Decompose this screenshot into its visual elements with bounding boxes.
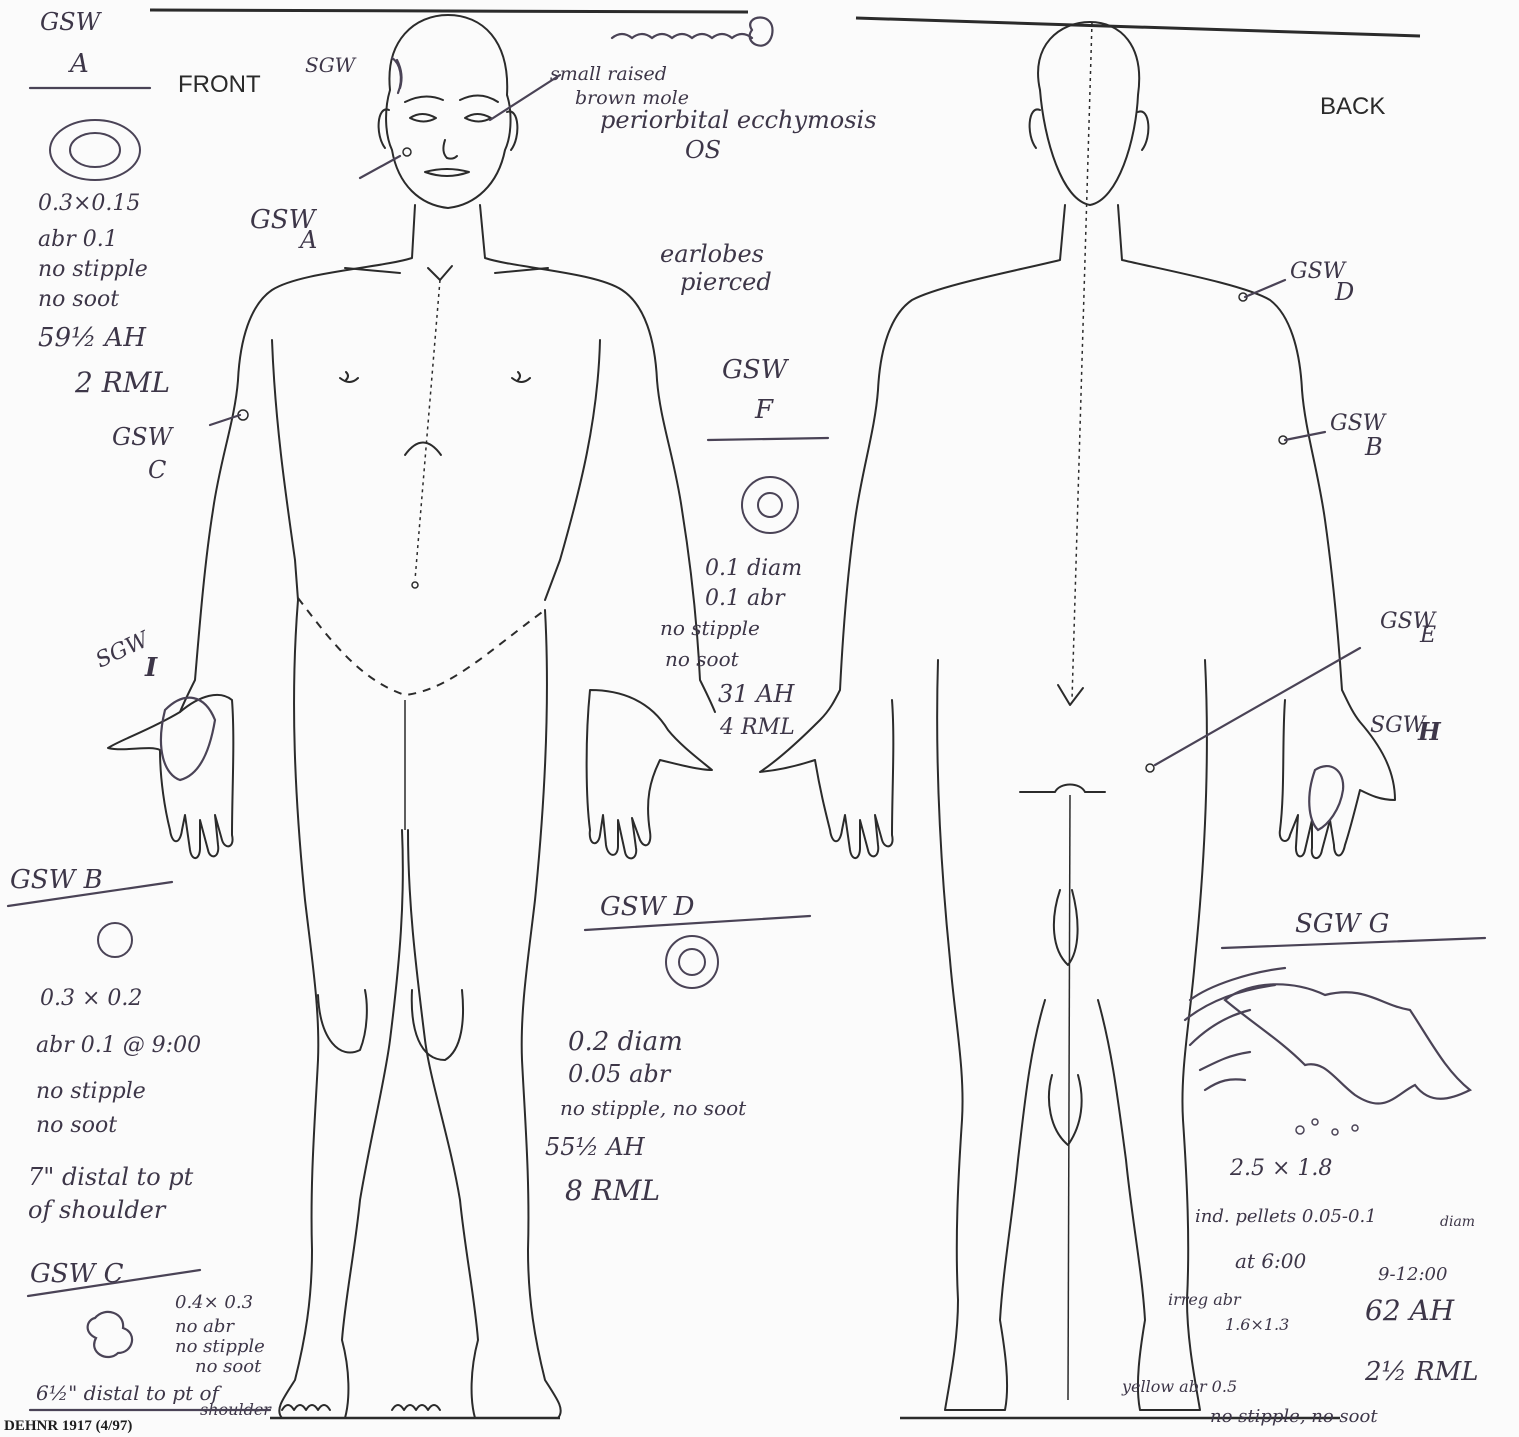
gsw-d-abr: 0.05 abr [568,1060,672,1088]
gsw-a-size: 0.3×0.15 [38,191,140,216]
gsw-b-sketch [98,923,132,957]
gsw-a-header: A [68,49,89,79]
gsw-f-stipple: no stipple [660,616,760,640]
gsw-f-ah: 31 AH [718,680,796,708]
gsw-c-arm-letter: C [148,456,166,484]
yellow-abr-note: yellow abr 0.5 [1121,1377,1237,1396]
gsw-f-letter: F [754,395,774,425]
gsw-c-distance: 6½" distal to pt of [36,1381,223,1405]
gsw-e-letter: E [1419,623,1436,648]
gsw-c-arm-label: GSW [112,423,175,451]
sgw-g-diam: diam [1440,1214,1475,1230]
sgw-g-size: 2.5 × 1.8 [1229,1156,1332,1181]
gsw-top-label: GSW [40,8,103,36]
sgw-g-irreg-size: 1.6×1.3 [1225,1315,1289,1334]
gsw-b-back-letter: B [1364,433,1383,461]
gsw-c-sketch [88,1312,132,1357]
sgw-g-rml: 2½ RML [1364,1357,1478,1387]
gsw-d-diam: 0.2 diam [568,1027,683,1057]
gsw-a-abr: abr 0.1 [38,227,118,252]
gsw-d-header: GSW D [600,892,695,922]
gsw-f-abr: 0.1 abr [705,586,786,611]
gsw-d-sketch [666,936,718,988]
gsw-b-abr: abr 0.1 @ 9:00 [36,1033,201,1058]
gsw-d-rml: 8 RML [565,1174,660,1207]
form-footer-code: DEHNR 1917 (4/97) [4,1418,132,1434]
gsw-d-back-letter: D [1334,278,1354,306]
gsw-d-ah: 55½ AH [545,1133,646,1161]
front-body-figure [108,15,715,1418]
gsw-a-stipple: no stipple [38,257,148,282]
gsw-a-rml: 2 RML [74,366,170,399]
sgw-g-irreg: irreg abr [1168,1290,1242,1309]
back-annotations: GSW D GSW B GSW E SGW H SGW G 2.5 × 1.8 … [1121,259,1485,1427]
sgw-g-at6: at 6:00 [1235,1249,1307,1273]
gsw-f-soot: no soot [665,647,740,671]
sgw-g-9-12: 9-12:00 [1378,1264,1447,1285]
sgw-eye-label: SGW [305,53,357,77]
gsw-b-size: 0.3 × 0.2 [40,986,142,1011]
sgw-i-letter: I [144,653,158,683]
gsw-a-face-letter: A [298,226,317,254]
gsw-c-size: 0.4× 0.3 [175,1292,253,1313]
sgw-g-ah: 62 AH [1365,1294,1455,1327]
gsw-a-sketch [50,120,140,180]
gsw-c-soot: no soot [195,1356,262,1377]
gsw-d-stipple-soot: no stipple, no soot [560,1096,747,1120]
front-annotations: GSW A 0.3×0.15 abr 0.1 no stipple no soo… [8,8,877,1419]
eye-note-line1: small raised [550,63,667,85]
periorbital-note: periorbital ecchymosis [600,106,877,134]
gsw-b-shoulder: of shoulder [28,1196,167,1224]
sgw-h-letter: H [1417,717,1442,746]
gsw-f-rml: 4 RML [719,715,795,740]
top-rule-left [150,10,748,12]
gsw-a-ah: 59½ AH [38,323,147,353]
periorbital-os: OS [685,136,721,164]
scribble-mark [612,18,772,46]
gsw-f-diam: 0.1 diam [705,556,802,581]
earlobes-pierced: pierced [680,268,772,296]
gsw-b-soot: no soot [36,1113,117,1138]
sgw-g-pellets: ind. pellets 0.05-0.1 [1195,1206,1377,1227]
front-label: FRONT [178,71,261,98]
sgw-g-sketch [1225,984,1470,1103]
back-label: BACK [1320,93,1385,120]
gsw-b-stipple: no stipple [36,1079,146,1104]
mole-shading [392,58,401,93]
earlobes-note: earlobes [660,240,764,268]
top-rule-right [856,18,1420,36]
sgw-g-header: SGW G [1295,909,1389,939]
gsw-f-sketch [742,477,798,533]
gsw-f-header: GSW [722,355,790,385]
gsw-a-soot: no soot [38,287,119,312]
gsw-b-distance: 7" distal to pt [28,1163,194,1191]
gsw-b-header: GSW B [10,865,103,895]
sgw-g-stipple-soot: no stipple, no soot [1210,1406,1378,1427]
gsw-c-stipple: no stipple [175,1336,265,1357]
gsw-c-abr: no abr [175,1316,235,1337]
